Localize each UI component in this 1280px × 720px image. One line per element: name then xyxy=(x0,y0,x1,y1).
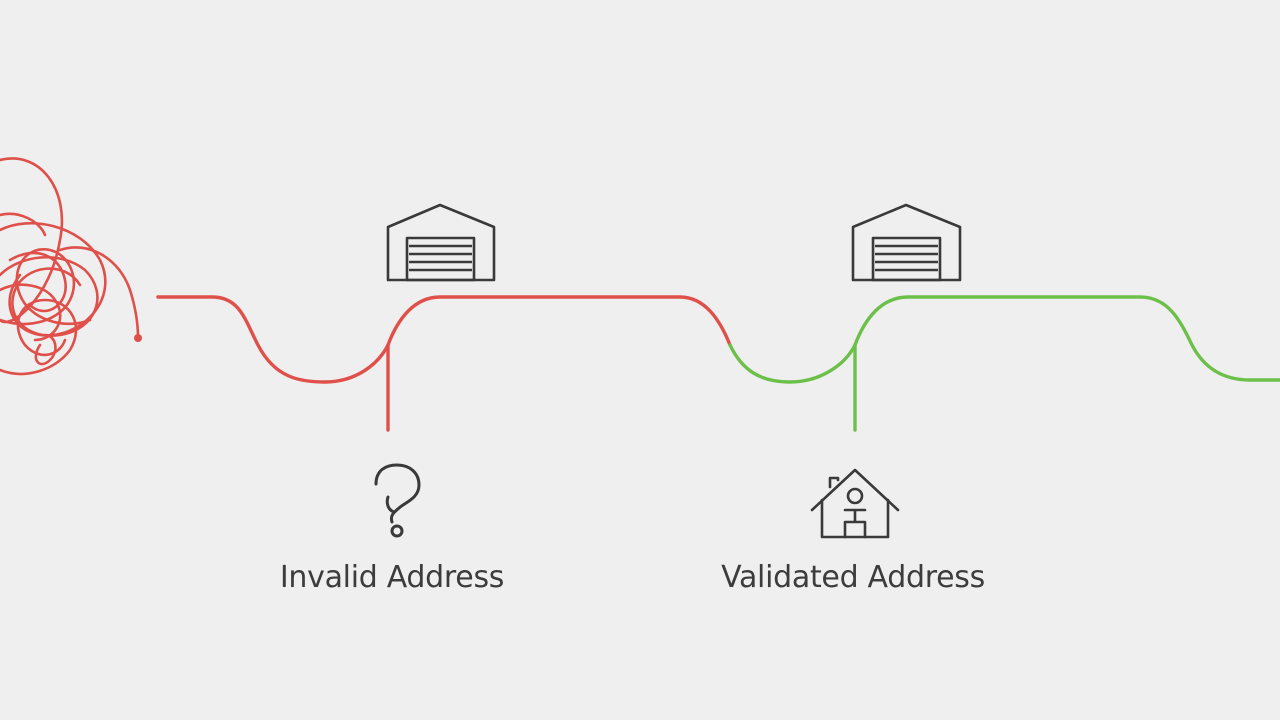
valid-path xyxy=(728,295,1280,432)
validated-address-label: Validated Address xyxy=(721,560,985,595)
house-icon xyxy=(810,468,900,539)
warehouse-icon xyxy=(851,203,962,282)
scribble-end-dot xyxy=(134,334,142,342)
warehouse-icon xyxy=(386,203,496,282)
invalid-path xyxy=(156,295,732,432)
tangled-scribble-icon xyxy=(0,157,140,376)
invalid-address-label: Invalid Address xyxy=(279,560,505,595)
question-mark-icon xyxy=(374,463,421,538)
